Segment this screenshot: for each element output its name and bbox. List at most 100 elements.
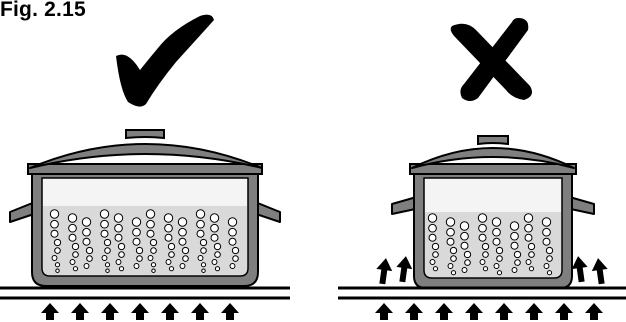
bubble	[447, 263, 454, 269]
bubble	[542, 227, 551, 237]
bubble	[478, 223, 487, 233]
bubble	[181, 246, 190, 255]
bubble	[210, 233, 219, 242]
bubble	[545, 246, 554, 255]
bubble	[523, 213, 534, 223]
bubble	[228, 227, 237, 237]
flame-arrow	[161, 303, 179, 320]
bubble	[231, 246, 240, 255]
bubble	[213, 242, 222, 251]
flames-correct	[41, 303, 239, 320]
bubble	[133, 263, 140, 269]
cross-icon	[450, 18, 532, 101]
bubble	[429, 259, 436, 265]
bubble	[114, 223, 123, 233]
bubble	[163, 213, 174, 223]
bubble	[72, 251, 79, 258]
flame-arrow	[555, 303, 573, 320]
bubble	[118, 266, 125, 272]
bubble	[527, 242, 536, 251]
bubble	[492, 237, 501, 246]
pot-lid	[411, 147, 575, 169]
bubble	[69, 259, 76, 265]
bubble	[200, 262, 207, 268]
bubble	[431, 242, 440, 251]
bubble	[496, 255, 503, 262]
bubble	[197, 255, 204, 261]
bubble	[147, 255, 154, 261]
bubble	[50, 229, 59, 238]
bubble	[427, 213, 438, 223]
flame-arrow	[191, 303, 209, 320]
bubble	[543, 263, 550, 269]
bubble	[178, 227, 187, 237]
bubble	[214, 266, 221, 272]
bubble	[528, 251, 535, 258]
bubble	[464, 259, 471, 266]
bubble	[460, 231, 469, 241]
bubble	[164, 223, 173, 233]
bubble	[131, 217, 142, 227]
bubble	[50, 219, 59, 229]
bubble	[54, 247, 61, 254]
flame-arrow	[221, 303, 239, 320]
bubble	[478, 233, 487, 242]
side-flame-arrow	[376, 258, 393, 285]
lid-knob	[477, 135, 509, 146]
panel-correct	[0, 14, 290, 320]
flame-arrow	[101, 303, 119, 320]
bubble	[209, 213, 220, 223]
bubble	[446, 227, 455, 237]
bubble	[67, 213, 78, 223]
bubble	[450, 270, 457, 276]
bubble	[491, 217, 502, 227]
flame-arrow	[71, 303, 89, 320]
side-flames-incorrect	[376, 256, 608, 285]
bubble	[492, 227, 501, 237]
bubble	[99, 209, 110, 219]
bubble	[132, 227, 141, 237]
bubble	[150, 262, 157, 268]
bubble	[510, 231, 519, 241]
bubble	[146, 219, 155, 229]
bubble	[100, 229, 109, 238]
bubble	[195, 209, 206, 219]
bubble	[168, 266, 175, 272]
bubble	[510, 241, 519, 250]
bubble	[167, 242, 176, 251]
bubble	[459, 221, 470, 231]
bubble	[482, 266, 489, 272]
bubble	[115, 259, 122, 265]
bubble	[479, 259, 486, 265]
bubble	[546, 255, 553, 262]
bubbles-correct	[49, 209, 240, 273]
bubble	[509, 221, 520, 231]
pot-rim	[409, 163, 577, 175]
bubble	[151, 268, 156, 273]
bubble	[54, 262, 61, 268]
bubble	[85, 246, 94, 255]
bubble	[150, 247, 157, 254]
bubble	[481, 242, 490, 251]
bubble	[135, 246, 144, 255]
bubble	[86, 255, 93, 262]
bubble	[146, 229, 155, 238]
bubble	[227, 217, 238, 227]
bubble	[493, 263, 500, 269]
bubble	[164, 233, 173, 242]
bubble	[104, 247, 111, 254]
checkmark-icon	[116, 14, 214, 107]
bubble	[214, 251, 221, 258]
bubble	[104, 262, 111, 268]
lid-knob	[125, 129, 165, 140]
bubble	[178, 237, 187, 246]
bubble	[229, 263, 236, 269]
bubble	[211, 259, 218, 265]
flame-arrow	[525, 303, 543, 320]
bubble	[51, 255, 58, 261]
bubble	[68, 233, 77, 242]
bubble	[117, 242, 126, 251]
bubbles-incorrect	[427, 213, 554, 276]
bubble	[132, 237, 141, 246]
